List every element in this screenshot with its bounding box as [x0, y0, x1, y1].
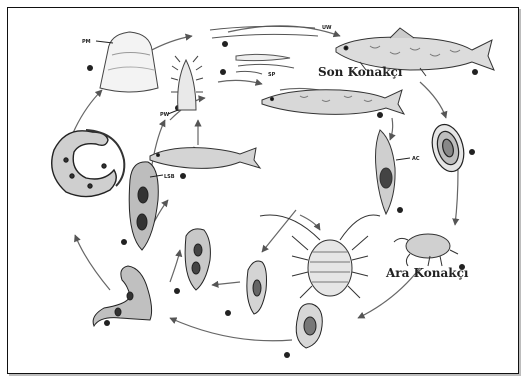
- crustacean-drawing: [260, 215, 380, 298]
- annotation-pw: PW: [160, 112, 170, 118]
- coiled-worm-drawing: [52, 130, 125, 197]
- plerocercoid-drawing: [376, 130, 411, 214]
- egg-drawing: [427, 121, 468, 175]
- large-redia-drawing: [129, 162, 163, 250]
- intermediate-host-label: Ara Konakçı: [386, 266, 468, 280]
- step-marker: [121, 239, 127, 245]
- step-marker: [284, 352, 290, 358]
- final-host-label: Son Konakçı: [318, 65, 402, 79]
- step-marker: [225, 310, 231, 316]
- step-marker: [174, 288, 180, 294]
- copepod-drawing: [394, 234, 458, 266]
- scolex-drawing: [96, 32, 158, 92]
- step-marker: [180, 173, 186, 179]
- step-marker: [220, 69, 226, 75]
- larva-drawing: [168, 56, 203, 114]
- step-marker: [222, 41, 228, 47]
- second-host-fish: [262, 90, 404, 115]
- small-redia-drawing: [247, 261, 267, 314]
- annotation-uw: UW: [322, 25, 332, 31]
- step-marker: [469, 149, 475, 155]
- step-marker: [87, 65, 93, 71]
- medium-redia-drawing: [185, 229, 210, 290]
- hooked-worm-drawing: [93, 266, 151, 326]
- coracidium-drawing: [296, 304, 322, 348]
- step-marker: [472, 69, 478, 75]
- annotation-sp: SP: [268, 72, 276, 78]
- annotation-ac: AC: [412, 156, 420, 162]
- annotation-pm: PM: [82, 39, 91, 45]
- annotation-lsb: LSB: [164, 174, 175, 180]
- procercoid-drawings: [210, 26, 318, 74]
- step-marker: [397, 207, 403, 213]
- step-marker: [104, 320, 110, 326]
- small-fish: [150, 148, 260, 169]
- step-marker: [377, 112, 383, 118]
